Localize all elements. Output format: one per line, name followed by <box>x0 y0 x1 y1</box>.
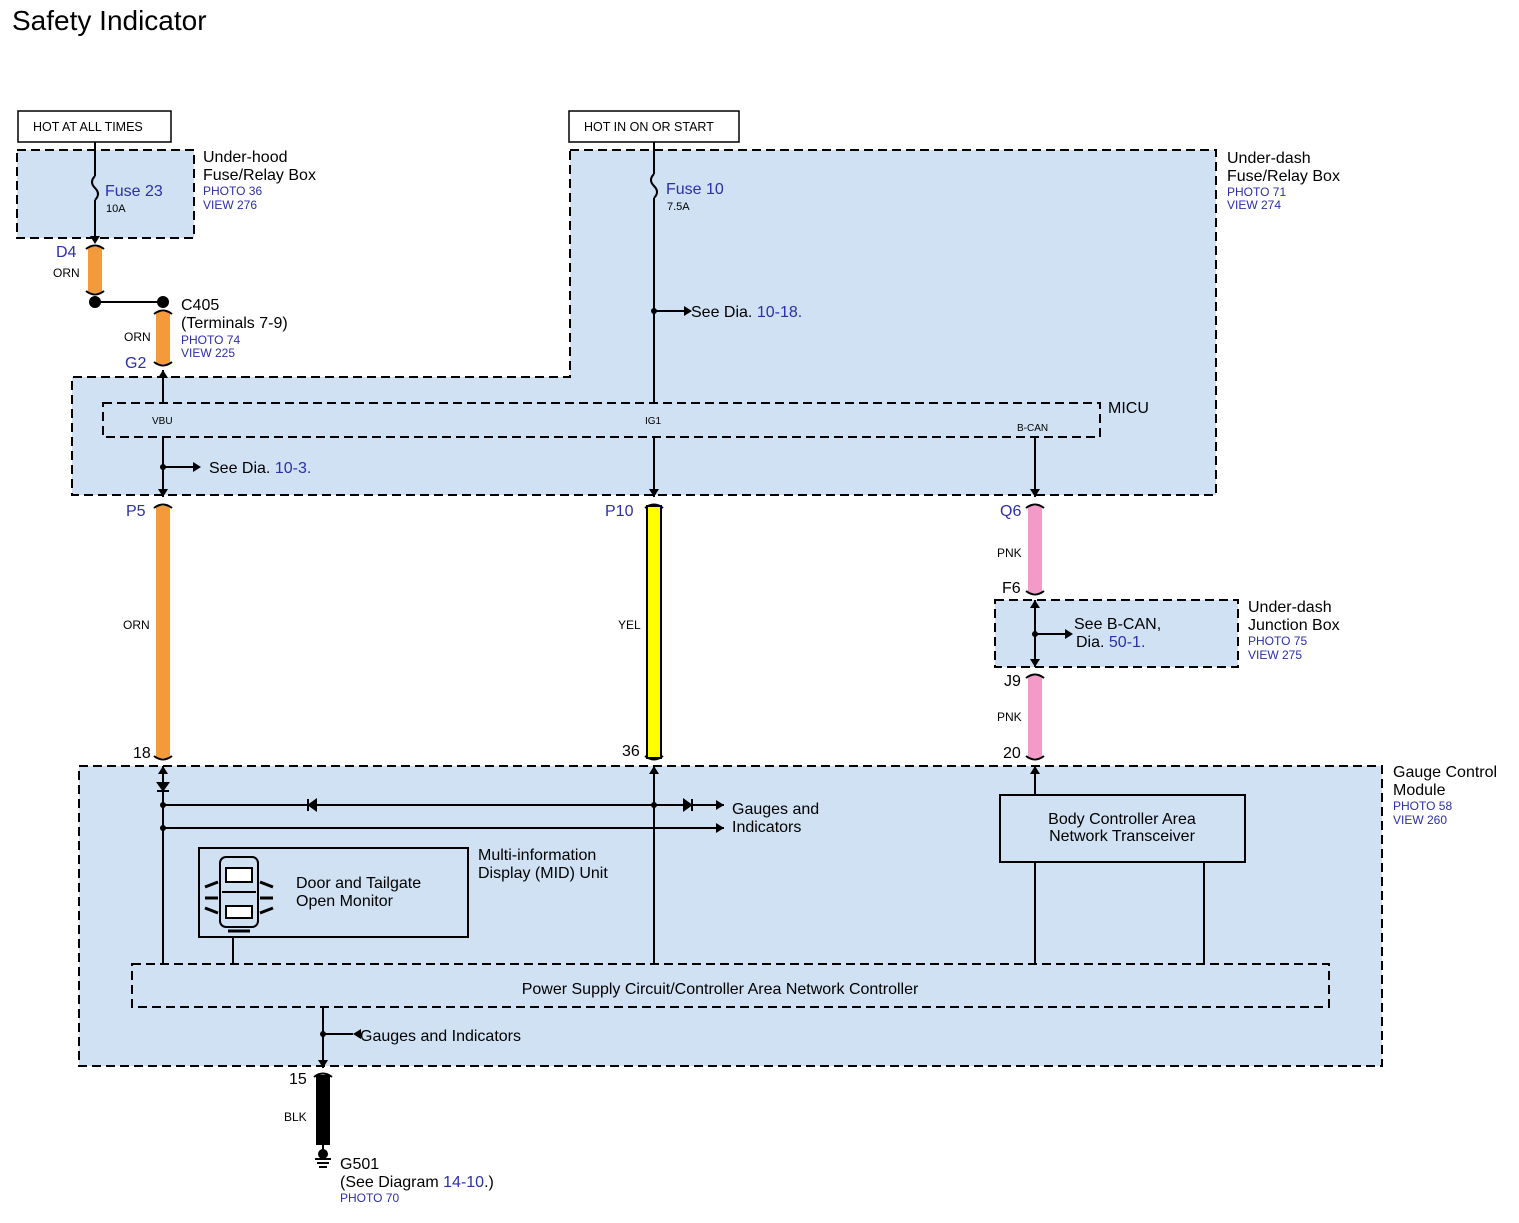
junction-title-1: Under-dash <box>1248 599 1332 616</box>
underdash-title-1: Under-dash <box>1227 150 1311 167</box>
wire-label-blk: BLK <box>284 1110 307 1124</box>
underdash-fuse-rating: 7.5A <box>667 201 690 213</box>
micu-pin-ig1: IG1 <box>645 416 662 427</box>
gauge-photo: PHOTO 58 <box>1393 799 1452 813</box>
page-title: Safety Indicator <box>12 5 207 36</box>
junction-dots <box>89 296 1038 1037</box>
see-dia-10-3[interactable]: See Dia. 10-3. <box>209 460 311 477</box>
mid-unit-line2: Display (MID) Unit <box>478 865 608 882</box>
pin-15: 15 <box>289 1071 307 1088</box>
bcan-transceiver-line1: Body Controller Area <box>1048 811 1196 828</box>
ground-icon <box>315 1149 331 1168</box>
gauge-view: VIEW 260 <box>1393 813 1447 827</box>
underhood-title-1: Under-hood <box>203 149 288 166</box>
gauge-title-1: Gauge Control <box>1393 764 1497 781</box>
colored-wires <box>88 247 1042 1145</box>
c405-view: VIEW 225 <box>181 346 235 360</box>
wire-orn-c405 <box>156 312 170 364</box>
junction-see-line1[interactable]: See B-CAN, <box>1074 616 1161 633</box>
micu-pin-bcan: B-CAN <box>1017 423 1048 434</box>
hot-always-label: HOT AT ALL TIMES <box>33 120 143 134</box>
wire-pnk-j9 <box>1028 676 1042 758</box>
pin-36: 36 <box>622 743 640 760</box>
underdash-view: VIEW 274 <box>1227 198 1281 212</box>
junction-title-2: Junction Box <box>1248 617 1340 634</box>
door-monitor-line2: Open Monitor <box>296 893 394 910</box>
hot-always-label-box <box>17 110 172 143</box>
pin-18: 18 <box>133 745 151 762</box>
connector-p10: P10 <box>605 503 634 520</box>
underdash-fuse-name: Fuse 10 <box>666 181 724 198</box>
see-dia-10-18[interactable]: See Dia. 10-18. <box>691 304 802 321</box>
wire-blk <box>316 1075 330 1145</box>
bcan-transceiver-box <box>999 794 1246 863</box>
gauges-indicators-line1: Gauges and <box>732 801 819 818</box>
underhood-title-2: Fuse/Relay Box <box>203 167 316 184</box>
connector-d4: D4 <box>56 244 77 261</box>
micu-box <box>102 402 1101 438</box>
gauges-indicators-line2: Indicators <box>732 819 801 836</box>
connector-f6: F6 <box>1002 580 1021 597</box>
micu-label: MICU <box>1108 400 1149 417</box>
ground-see-diagram[interactable]: (See Diagram 14-10.) <box>340 1174 494 1191</box>
junction-photo: PHOTO 75 <box>1248 634 1307 648</box>
connector-caps <box>85 244 1045 1078</box>
underhood-view: VIEW 276 <box>203 198 257 212</box>
connector-j9: J9 <box>1004 673 1021 690</box>
wire-yel-p10 <box>646 505 662 759</box>
pin-20: 20 <box>1003 745 1021 762</box>
door-monitor-line1: Door and Tailgate <box>296 875 421 892</box>
power-supply-circuit-box <box>131 963 1330 1008</box>
wire-label-orn-b: ORN <box>124 330 151 344</box>
wire-label-pnk-b: PNK <box>997 710 1022 724</box>
car-door-monitor-icon <box>204 856 274 933</box>
wire-label-yel: YEL <box>618 618 641 632</box>
underhood-fuse-box <box>16 149 195 239</box>
c405-name: C405 <box>181 297 219 314</box>
underdash-photo: PHOTO 71 <box>1227 185 1286 199</box>
gauge-title-2: Module <box>1393 782 1446 799</box>
connector-q6: Q6 <box>1000 503 1021 520</box>
wire-pnk-q6 <box>1028 506 1042 593</box>
connector-p5: P5 <box>126 503 146 520</box>
ground-photo: PHOTO 70 <box>340 1191 399 1205</box>
junction-view: VIEW 275 <box>1248 648 1302 662</box>
underdash-title-2: Fuse/Relay Box <box>1227 168 1340 185</box>
underhood-fuse-rating: 10A <box>106 203 126 215</box>
gauges-indicators-bottom: Gauges and Indicators <box>360 1028 521 1045</box>
c405-terminals: (Terminals 7-9) <box>181 315 288 332</box>
hot-on-start-label-box <box>568 110 740 143</box>
wire-orn-d4 <box>88 247 102 293</box>
c405-photo: PHOTO 74 <box>181 333 240 347</box>
hot-on-start-label: HOT IN ON OR START <box>584 120 714 134</box>
power-supply-circuit-label: Power Supply Circuit/Controller Area Net… <box>522 981 919 998</box>
underhood-photo: PHOTO 36 <box>203 184 262 198</box>
bcan-transceiver-line2: Network Transceiver <box>1049 828 1195 845</box>
ground-name: G501 <box>340 1156 379 1173</box>
wire-label-pnk-a: PNK <box>997 546 1022 560</box>
connector-g2: G2 <box>125 355 146 372</box>
wire-orn-p5 <box>156 506 170 758</box>
diodes <box>156 782 693 812</box>
underhood-fuse-name: Fuse 23 <box>105 183 163 200</box>
mid-unit-line1: Multi-information <box>478 847 596 864</box>
wire-label-orn-c: ORN <box>123 618 150 632</box>
wire-label-orn-a: ORN <box>53 266 80 280</box>
junction-see-line2[interactable]: Dia. 50-1. <box>1076 634 1145 651</box>
micu-pin-vbu: VBU <box>152 416 173 427</box>
arrowheads <box>90 236 1073 1068</box>
